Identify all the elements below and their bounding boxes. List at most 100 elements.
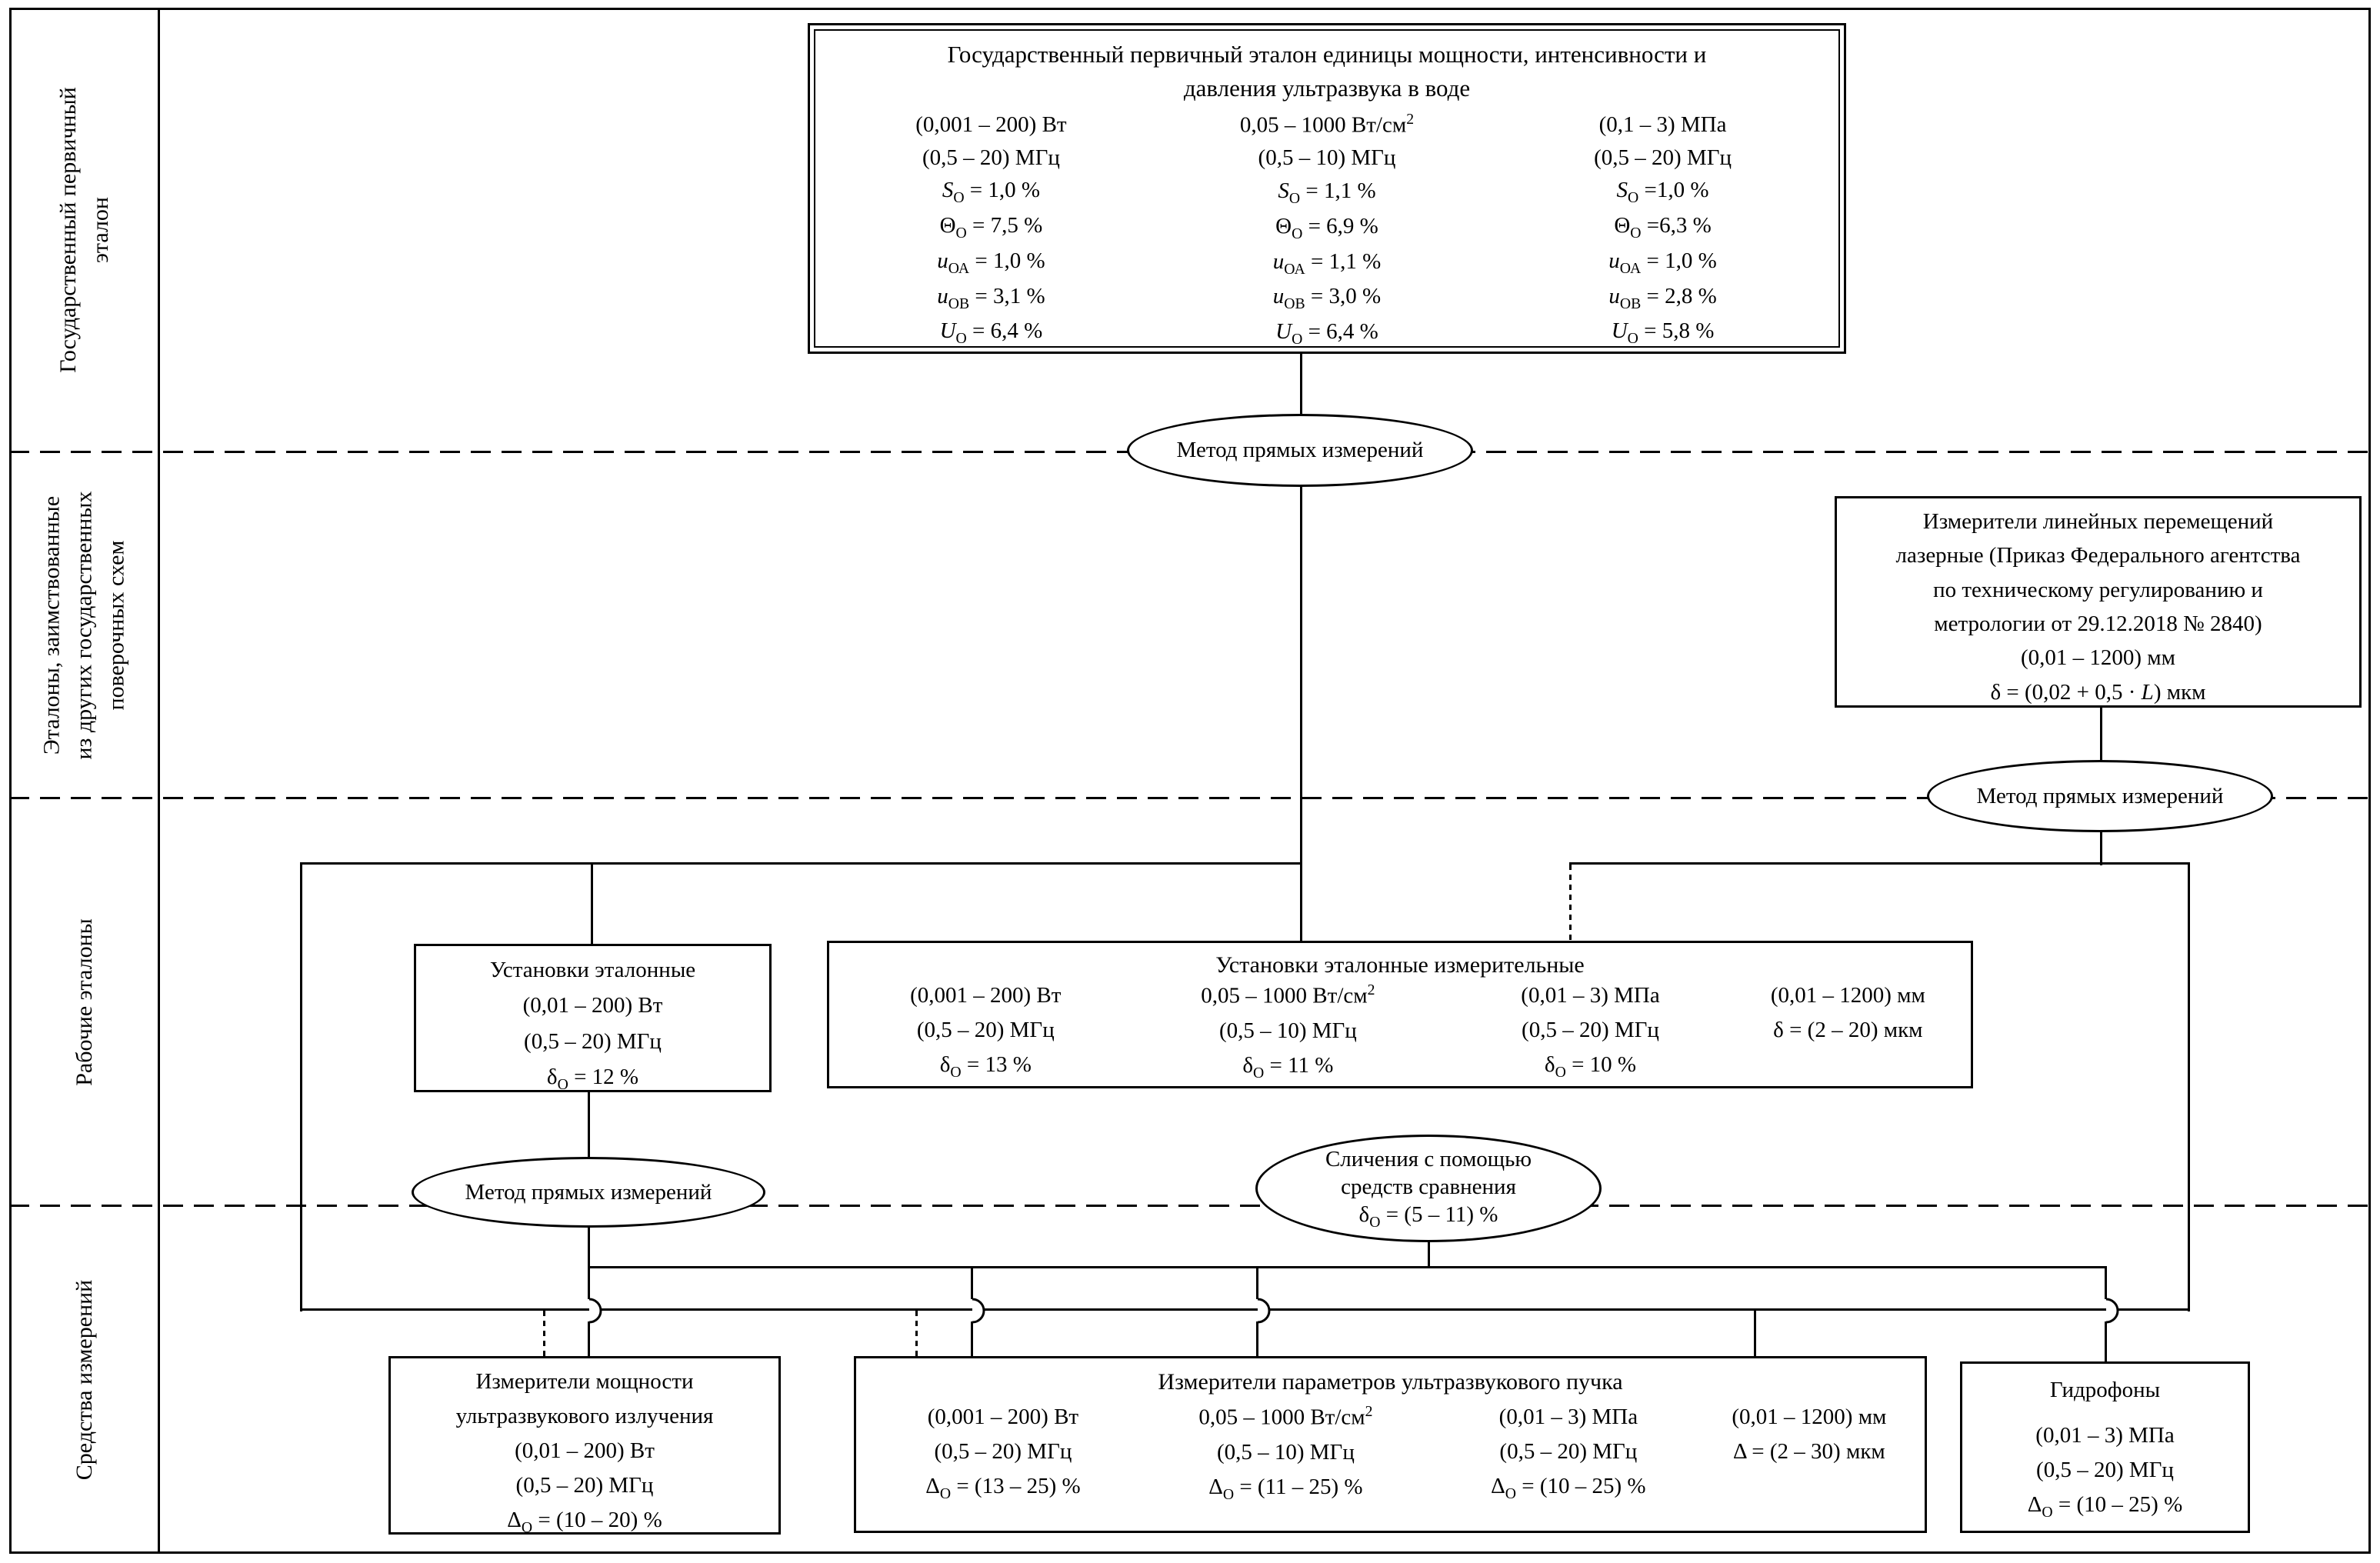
text-line: из других государственных <box>72 491 98 760</box>
text-line: Гидрофоны <box>2049 1378 2161 1402</box>
hop-drop-hydro-lower <box>2105 1321 2107 1363</box>
text-line: (0,001 – 200) Вт <box>915 112 1067 138</box>
text-line: δ = (0,02 + 0,5 · L) мкм <box>1990 679 2206 705</box>
text-line: ΘО = 7,5 % <box>939 213 1043 242</box>
tier-separator-2 <box>9 797 2371 799</box>
text-line: (0,001 – 200) Вт <box>927 1405 1079 1429</box>
text-line: (0,01 – 200) Вт <box>515 1438 655 1463</box>
drop-to-standard-units <box>591 862 593 945</box>
text-line: Средства измерений <box>72 1279 97 1481</box>
text-line: (0,5 – 20) МГц <box>1499 1438 1638 1464</box>
beam-meters-col-power: (0,001 – 200) Вт (0,5 – 20) МГц ΔО = (13 –… <box>867 1400 1139 1506</box>
connector-into-power-meters <box>588 1321 590 1358</box>
beam-meters-box: Измерители параметров ультразвукового пу… <box>854 1356 1927 1533</box>
text-line: Измерители мощности <box>475 1369 694 1394</box>
text-line: ультразвукового излучения <box>455 1403 714 1428</box>
sidebar-label: Средства измерений <box>68 1280 101 1480</box>
text-line: лазерные (Приказ Федерального агентства <box>1895 543 2301 568</box>
primary-standard-title: Государственный первичный эталон единицы… <box>810 25 1844 108</box>
hydrophones-box: Гидрофоны (0,01 – 3) МПа (0,5 – 20) МГц ΔО … <box>1960 1361 2250 1533</box>
power-meters-box: Измерители мощности ультразвукового излуч… <box>388 1356 781 1536</box>
text-line: uОВ = 3,1 % <box>937 283 1045 312</box>
method-ellipse-2-label: Метод прямых измерений <box>1976 783 2224 808</box>
sidebar-row-measuring-instruments: Средства измерений <box>12 1206 158 1554</box>
text-line: Эталоны, заимствованные <box>39 495 65 755</box>
laser-displacement-box: Измерители линейных перемещений лазерные … <box>1835 496 2362 708</box>
text-line: Измерители линейных перемещений <box>1922 509 2274 534</box>
line-hop-arc <box>588 1298 602 1324</box>
hop-drop-2-lower <box>1256 1321 1258 1358</box>
text-line: эталон <box>88 197 113 263</box>
text-line: (0,5 – 20) МГц <box>916 1017 1055 1042</box>
standard-units-box: Установки эталонные(0,01 – 200) Вт(0,5 –… <box>414 944 772 1093</box>
primary-column-power: (0,001 – 200) Вт (0,5 – 20) МГц SО = 1,0 %… <box>833 108 1149 351</box>
measuring-units-box: Установки эталонные измерительные (0,001… <box>827 941 1973 1088</box>
beam-meters-col-length: (0,01 – 1200) мм Δ = (2 – 30) мкм <box>1705 1400 1914 1506</box>
text-line: (0,5 – 20) МГц <box>934 1438 1072 1464</box>
text-line: средств сравнения <box>1341 1174 1516 1199</box>
drop-to-measuring-units <box>1569 865 1572 941</box>
bus-comparison <box>588 1266 2107 1268</box>
text-line: uОВ = 2,8 % <box>1608 283 1717 312</box>
sidebar-label: Рабочие эталоны <box>68 918 101 1086</box>
text-line: uОВ = 3,0 % <box>1272 284 1382 313</box>
drop-comparison-ellipse <box>1428 1238 1430 1268</box>
text-line: (0,01 – 3) МПа <box>2035 1422 2175 1448</box>
line-hop-arc <box>2105 1298 2119 1324</box>
drop-to-beam-meters-2 <box>1754 1311 1756 1357</box>
laser-displacement-text: Измерители линейных перемещений лазерные … <box>1837 498 2359 709</box>
beam-meters-title: Измерители параметров ультразвукового пу… <box>1158 1369 1623 1395</box>
sidebar-row-primary-standard: Государственный первичный эталон <box>12 8 158 452</box>
bus-left <box>300 862 1302 865</box>
text-line: (0,01 – 200) Вт <box>522 993 663 1018</box>
text-line: uОА = 1,0 % <box>1608 248 1717 277</box>
standard-units-text: Установки эталонные(0,01 – 200) Вт(0,5 –… <box>416 946 769 1098</box>
text-line: 0,05 – 1000 Вт/см2 <box>1239 111 1415 138</box>
text-line: SО = 1,0 % <box>942 178 1041 207</box>
method-ellipse-3: Метод прямых измерений <box>412 1157 765 1228</box>
text-line: uОА = 1,1 % <box>1272 248 1382 278</box>
tier-separator-3 <box>9 1205 2371 1207</box>
sidebar-label: Государственный первичный эталон <box>52 87 117 373</box>
method-ellipse-3-label: Метод прямых измерений <box>465 1179 712 1205</box>
text-line: (0,5 – 20) МГц <box>1522 1017 1659 1042</box>
text-line: Государственный первичный <box>55 87 81 373</box>
text-line: (0,5 – 20) МГц <box>922 145 1060 170</box>
text-line: (0,1 – 3) МПа <box>1598 112 1727 138</box>
text-line: Δ = (2 – 30) мкм <box>1733 1438 1885 1464</box>
page-border <box>9 8 2371 1554</box>
text-line: ΔО = (13 – 25) % <box>925 1473 1081 1502</box>
left-tall-connector <box>300 862 302 1311</box>
method-ellipse-1-label: Метод прямых измерений <box>1176 438 1424 463</box>
primary-standard-inner-border <box>814 29 1840 348</box>
text-line: Рабочие эталоны <box>72 918 97 1086</box>
text-line: uОА = 1,0 % <box>937 248 1045 277</box>
text-line: 0,05 – 1000 Вт/см2 <box>1201 981 1375 1008</box>
text-line: δО = (5 – 11) % <box>1358 1202 1498 1231</box>
text-line: (0,01 – 3) МПа <box>1521 983 1660 1008</box>
hop-drop-hydro-upper <box>2105 1266 2107 1299</box>
text-line: (0,01 – 1200) мм <box>1732 1405 1887 1429</box>
sidebar-row-working-standards: Рабочие эталоны <box>12 798 158 1206</box>
connector-primary-to-measuring <box>1300 352 1302 942</box>
method-ellipse-1: Метод прямых измерений <box>1127 414 1473 487</box>
text-line: поверочных схем <box>104 540 130 711</box>
bus-right <box>1569 862 2190 865</box>
text-line: δО = 13 % <box>939 1051 1032 1081</box>
text-line: ΔО = (10 – 25) % <box>1491 1473 1646 1502</box>
measuring-units-col-power: (0,001 – 200) Вт (0,5 – 20) МГц δО = 13 % <box>840 978 1132 1085</box>
text-line: (0,001 – 200) Вт <box>910 983 1062 1008</box>
text-line: Государственный первичный эталон единицы… <box>947 41 1707 68</box>
text-line: (0,01 – 1200) мм <box>1770 983 1925 1008</box>
text-line: ΔО = (10 – 25) % <box>2027 1491 2183 1521</box>
text-line: ΘО =6,3 % <box>1614 213 1712 242</box>
beam-meters-col-pressure: (0,01 – 3) МПа (0,5 – 20) МГц ΔО = (10 – 2… <box>1432 1400 1705 1506</box>
text-line: (0,5 – 20) МГц <box>2036 1457 2174 1482</box>
text-line: (0,01 – 3) МПа <box>1498 1405 1638 1429</box>
text-line: ΔО = (11 – 25) % <box>1208 1474 1363 1503</box>
text-line: Сличения с помощью <box>1325 1146 1532 1171</box>
